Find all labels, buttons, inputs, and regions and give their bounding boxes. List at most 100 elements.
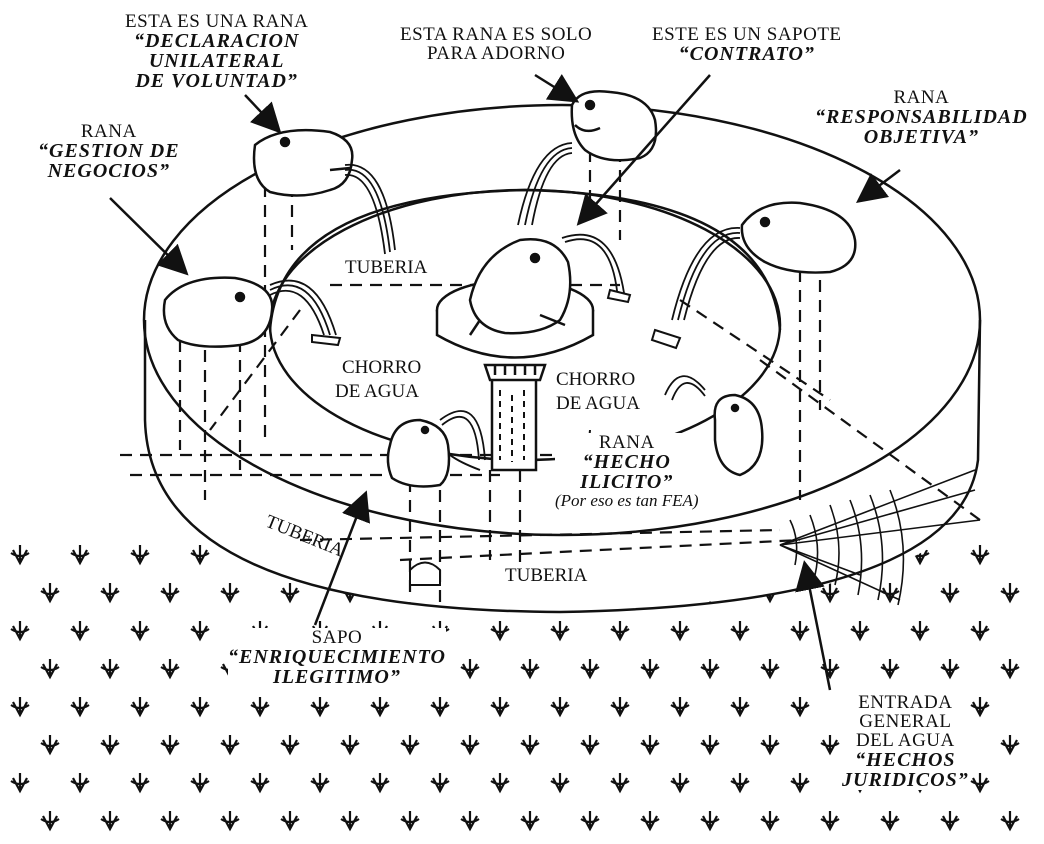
label-gestion: RANA “GESTION DE NEGOCIOS” <box>38 122 180 181</box>
grass-tuft <box>191 773 209 791</box>
label-hecho-ilicito: RANA “HECHO ILICITO” (Por eso es tan FEA… <box>555 433 699 510</box>
grass-tuft <box>371 773 389 791</box>
grass-tuft <box>401 811 419 829</box>
grass-tuft <box>191 621 209 639</box>
label-declaracion-term3: DE VOLUNTAD” <box>125 71 308 91</box>
grass-tuft <box>491 773 509 791</box>
grass-tuft <box>191 545 209 563</box>
grass-tuft <box>251 773 269 791</box>
grass-tuft <box>281 735 299 753</box>
grass-tuft <box>131 697 149 715</box>
grass-tuft <box>851 621 869 639</box>
grass-tuft <box>101 811 119 829</box>
label-chorro-right-1: CHORRO <box>556 370 635 389</box>
label-responsabilidad-term1: “RESPONSABILIDAD <box>815 107 1028 127</box>
grass-tuft <box>1001 735 1019 753</box>
grass-tuft <box>461 659 479 677</box>
grass-tuft <box>701 659 719 677</box>
label-hecho-ilicito-line1: RANA <box>555 433 699 452</box>
label-tuberia-inner: TUBERIA <box>345 258 427 277</box>
grass-tuft <box>641 811 659 829</box>
label-chorro-right-2: DE AGUA <box>556 394 640 413</box>
grass-tuft <box>431 773 449 791</box>
grass-tuft <box>701 735 719 753</box>
grass-tuft <box>881 659 899 677</box>
label-declaracion-term2: UNILATERAL <box>125 51 308 71</box>
grass-tuft <box>101 735 119 753</box>
label-gestion-line1: RANA <box>38 122 180 141</box>
grass-tuft <box>521 735 539 753</box>
toad-enriquecimiento <box>388 420 449 486</box>
grass-tuft <box>71 621 89 639</box>
grass-tuft <box>581 659 599 677</box>
grass-tuft <box>671 697 689 715</box>
grass-tuft <box>521 811 539 829</box>
grass-tuft <box>551 773 569 791</box>
grass-tuft <box>521 659 539 677</box>
grass-tuft <box>611 621 629 639</box>
grass-tuft <box>131 621 149 639</box>
grass-tuft <box>611 773 629 791</box>
grass-tuft <box>1001 583 1019 601</box>
grass-tuft <box>131 545 149 563</box>
grass-tuft <box>641 735 659 753</box>
grass-tuft <box>761 735 779 753</box>
grass-tuft <box>941 583 959 601</box>
grass-tuft <box>41 583 59 601</box>
grass-tuft <box>821 811 839 829</box>
grass-tuft <box>101 659 119 677</box>
grass-tuft <box>161 735 179 753</box>
grass-tuft <box>71 545 89 563</box>
label-declaracion: ESTA ES UNA RANA “DECLARACION UNILATERAL… <box>125 12 308 91</box>
grass-tuft <box>671 773 689 791</box>
grass-tuft <box>221 583 239 601</box>
grass-tuft <box>1001 811 1019 829</box>
label-entrada-line3: DEL AGUA <box>842 731 969 750</box>
grass-tuft <box>161 811 179 829</box>
grass-tuft <box>311 697 329 715</box>
grass-tuft <box>731 773 749 791</box>
label-enriquecimiento-term1: “ENRIQUECIMIENTO <box>228 647 446 667</box>
grass-tuft <box>341 811 359 829</box>
grass-tuft <box>11 621 29 639</box>
grass-tuft <box>581 811 599 829</box>
label-hecho-ilicito-note: (Por eso es tan FEA) <box>555 491 699 510</box>
grass-tuft <box>731 697 749 715</box>
label-enriquecimiento-term2: ILEGITIMO” <box>228 667 446 687</box>
label-enriquecimiento-line1: SAPO <box>228 628 446 647</box>
label-responsabilidad: RANA “RESPONSABILIDAD OBJETIVA” <box>815 88 1028 147</box>
grass-tuft <box>971 773 989 791</box>
grass-tuft <box>281 811 299 829</box>
grass-tuft <box>671 621 689 639</box>
label-contrato: ESTE ES UN SAPOTE “CONTRATO” <box>652 25 842 64</box>
grass-tuft <box>761 811 779 829</box>
grass-tuft <box>881 811 899 829</box>
grass-tuft <box>761 659 779 677</box>
grass-tuft <box>461 735 479 753</box>
grass-tuft <box>461 811 479 829</box>
frog-hecho-ilicito <box>715 395 763 475</box>
grass-tuft <box>431 697 449 715</box>
label-adorno-line1: ESTA RANA ES SOLO <box>400 25 592 44</box>
grass-tuft <box>341 735 359 753</box>
label-responsabilidad-term2: OBJETIVA” <box>815 127 1028 147</box>
label-chorro-left-1: CHORRO <box>342 358 421 377</box>
grass-tuft <box>491 697 509 715</box>
label-entrada-term2: JURIDICOS” <box>842 770 969 790</box>
label-responsabilidad-line1: RANA <box>815 88 1028 107</box>
label-chorro-left-2: DE AGUA <box>335 382 419 401</box>
grass-tuft <box>11 773 29 791</box>
grass-tuft <box>971 545 989 563</box>
label-adorno-line2: PARA ADORNO <box>400 44 592 63</box>
grass-tuft <box>221 735 239 753</box>
grass-tuft <box>41 811 59 829</box>
label-entrada-line2: GENERAL <box>842 712 969 731</box>
grass-tuft <box>371 697 389 715</box>
grass-tuft <box>971 621 989 639</box>
grass-tuft <box>401 735 419 753</box>
grass-tuft <box>71 773 89 791</box>
grass-tuft <box>11 545 29 563</box>
grass-tuft <box>791 621 809 639</box>
label-entrada: ENTRADA GENERAL DEL AGUA “HECHOS JURIDIC… <box>842 693 969 790</box>
grass-tuft <box>281 583 299 601</box>
